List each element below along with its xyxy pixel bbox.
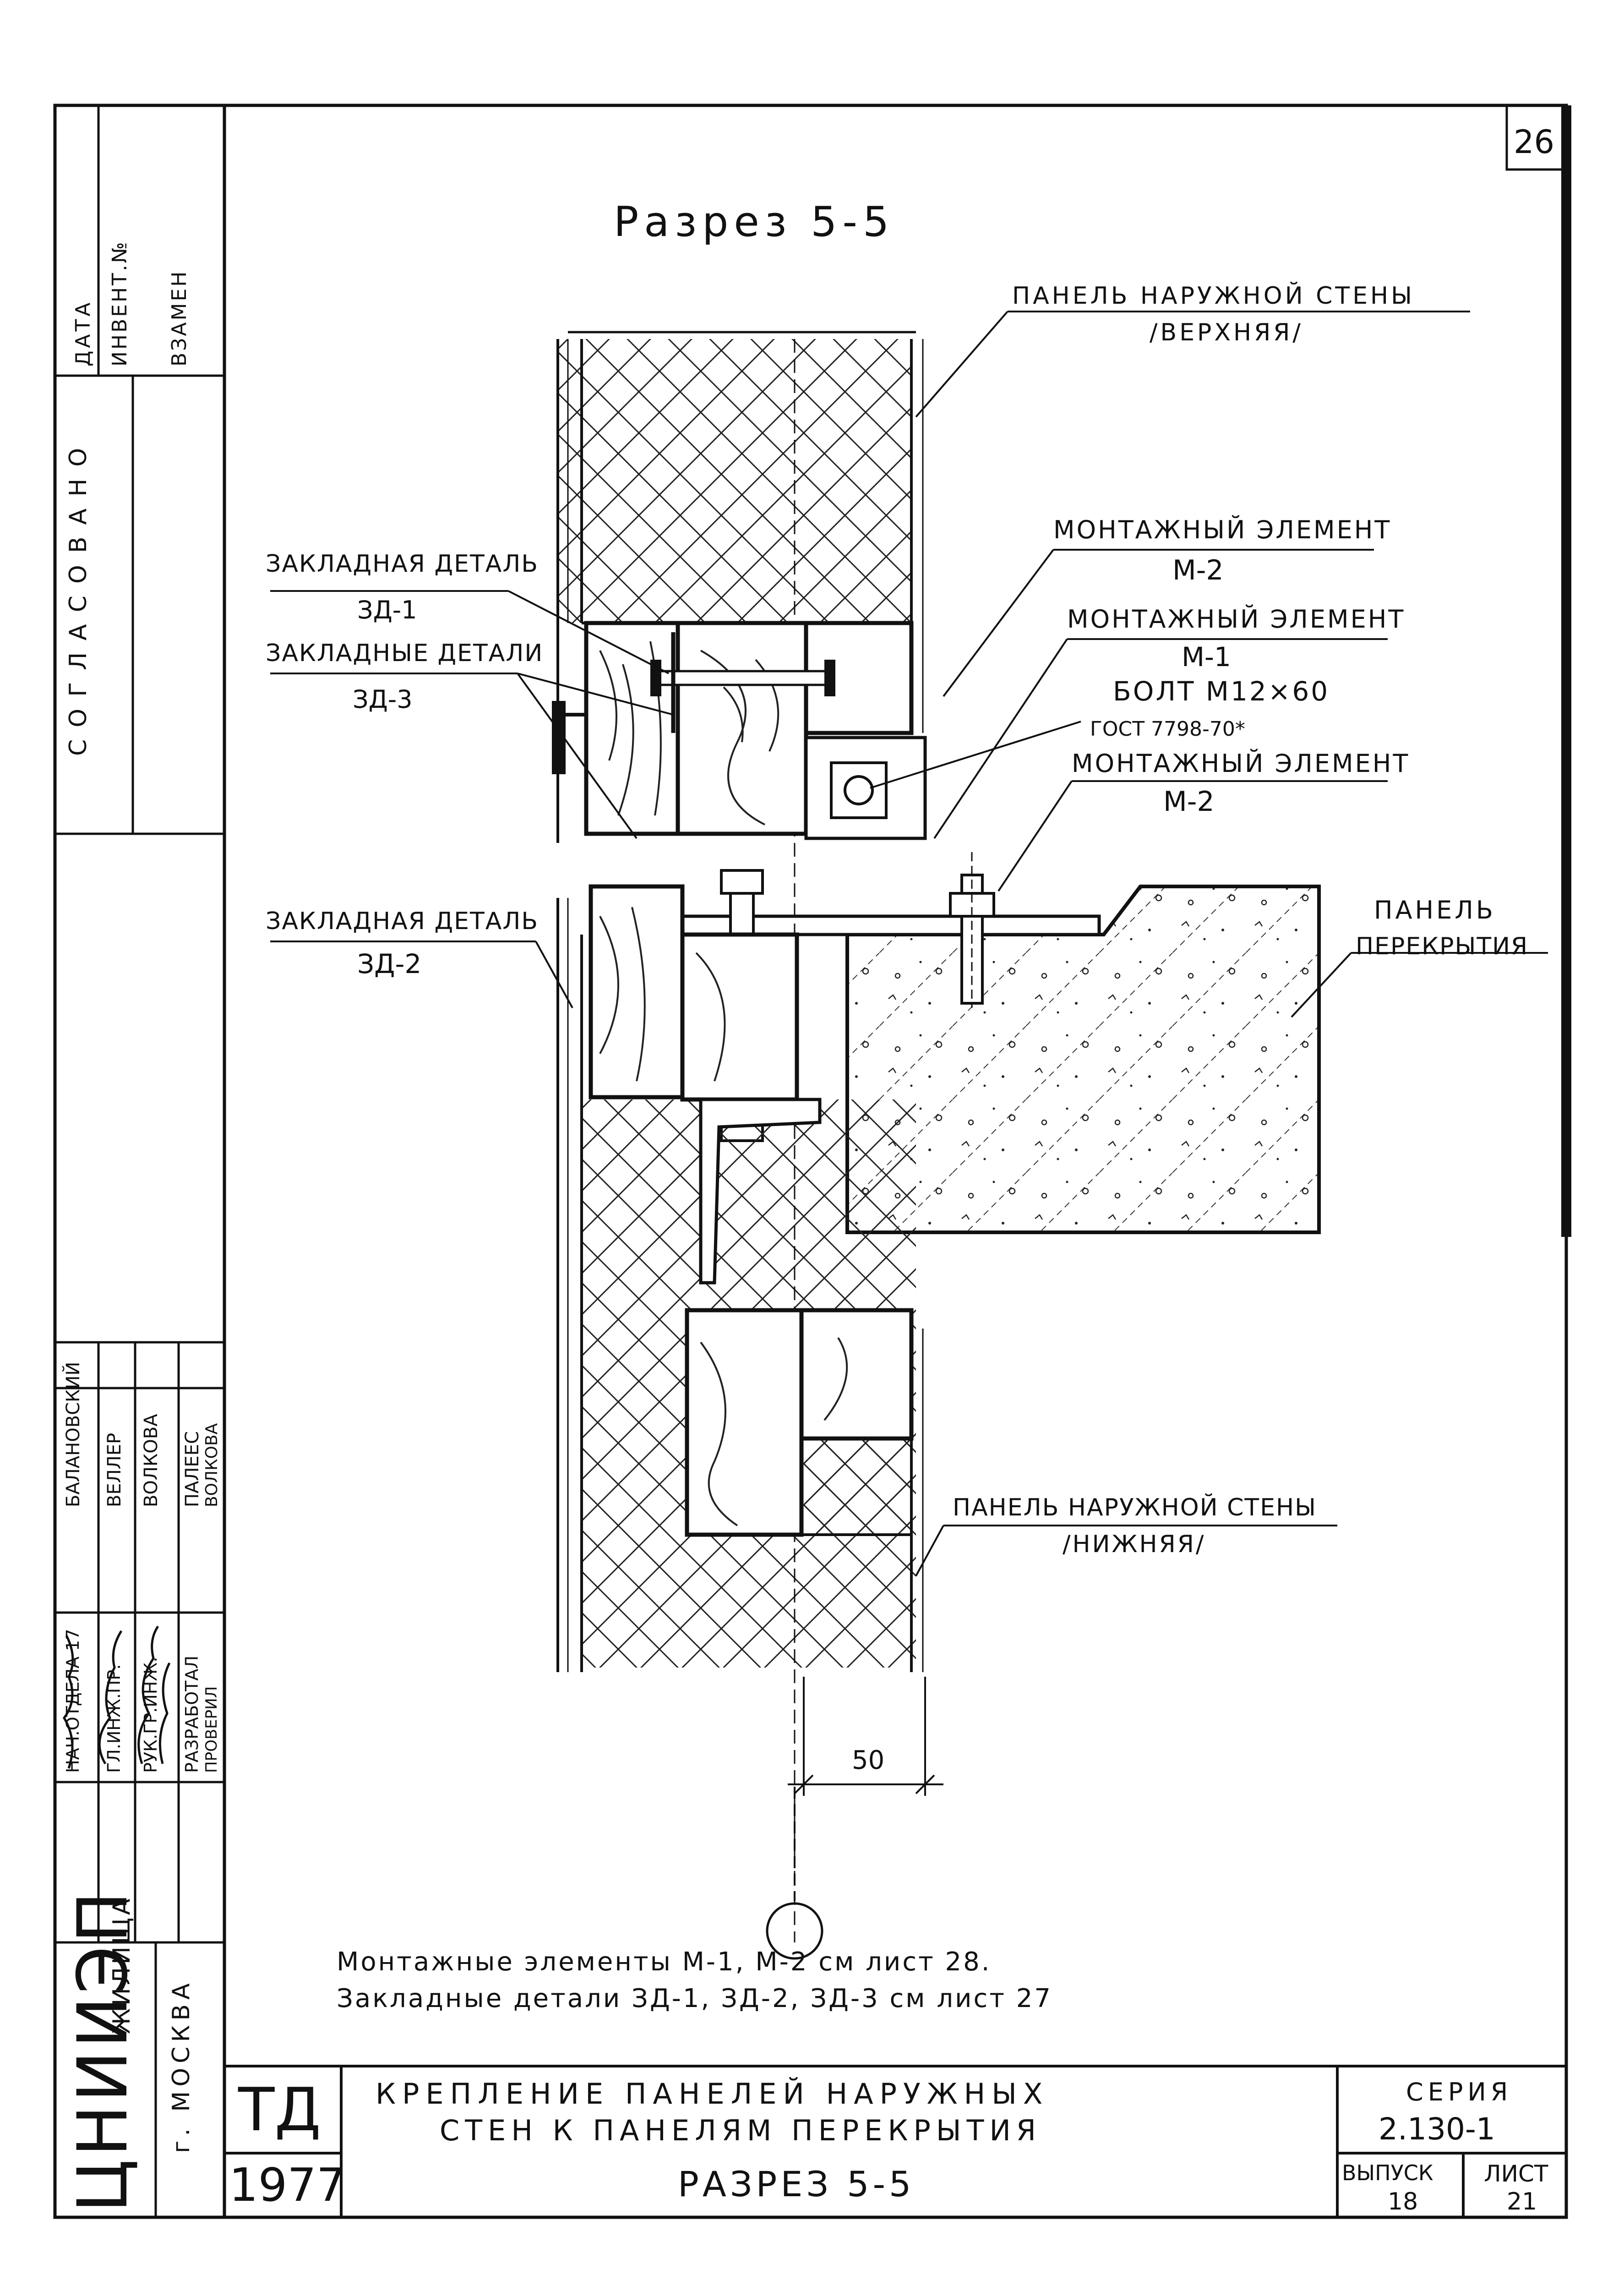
label-mount-m1-code: М-1 (1182, 641, 1231, 673)
label-panel-upper: ПАНЕЛЬ НАРУЖНОЙ СТЕНЫ (1012, 282, 1415, 310)
left-strip-grid (55, 105, 224, 2217)
label-panel-upper-sub: /ВЕРХНЯЯ/ (1150, 319, 1303, 346)
label-zd1-code: ЗД-1 (357, 596, 417, 624)
strip-data: ДАТА (71, 300, 95, 366)
leader-lines (270, 311, 1548, 1576)
dimension-50 (766, 1677, 943, 1960)
seria-label: СЕРИЯ (1406, 2078, 1513, 2106)
strip-name-1: БАЛАНОВСКИЙ (63, 1362, 84, 1507)
label-panel-lower-sub: /НИЖНЯЯ/ (1063, 1531, 1206, 1558)
title-line3: РАЗРЕЗ 5-5 (678, 2164, 915, 2204)
label-zd3-code: ЗД-3 (353, 685, 413, 714)
sheet-frame (53, 104, 1571, 2219)
dimension-label: 50 (852, 1745, 885, 1775)
title-year: 1977 (229, 2158, 346, 2212)
strip-role-4: РАЗРАБОТАЛ (182, 1656, 202, 1773)
lower-wall-panel (556, 843, 924, 1942)
note-2: Закладные детали ЗД-1, ЗД-2, ЗД-3 см лис… (337, 1984, 1053, 2013)
title-line2: СТЕН К ПАНЕЛЯМ ПЕРЕКРЫТИЯ (440, 2114, 1041, 2147)
label-zd1: ЗАКЛАДНАЯ ДЕТАЛЬ (266, 550, 539, 578)
label-zd2: ЗАКЛАДНАЯ ДЕТАЛЬ (266, 908, 539, 935)
strip-name-5: ВОЛКОВА (202, 1423, 221, 1507)
label-mount-m2-a: МОНТАЖНЫЙ ЭЛЕМЕНТ (1053, 515, 1392, 544)
org-city: г. МОСКВА (168, 1979, 195, 2153)
strip-role-5: ПРОВЕРИЛ (202, 1686, 221, 1773)
strip-soglasovano: СОГЛАСОВАНО (65, 436, 92, 756)
label-mount-m2-a-code: М-2 (1172, 554, 1224, 586)
label-mount-m1: МОНТАЖНЫЙ ЭЛЕМЕНТ (1067, 605, 1406, 634)
label-slab: ПАНЕЛЬ (1374, 896, 1496, 924)
section-title: Разрез 5-5 (614, 198, 895, 246)
label-mount-m2-b-code: М-2 (1163, 786, 1215, 818)
note-1: Монтажные элементы М-1, М-2 см лист 28. (337, 1947, 992, 1977)
strip-name-4: ПАЛЕЕС (182, 1431, 203, 1507)
vypusk-value: 18 (1388, 2188, 1418, 2215)
seria-value: 2.130-1 (1379, 2111, 1495, 2147)
org-sub: ЖИЛИЩА (108, 1896, 136, 2034)
list-label: ЛИСТ (1484, 2160, 1548, 2187)
title-block-grid (224, 2065, 1566, 2217)
signatures (62, 1625, 171, 1769)
upper-wall-panel (552, 339, 927, 843)
title-td: ТД (238, 2075, 321, 2144)
label-bolt: БОЛТ М12×60 (1113, 676, 1330, 707)
label-slab-sub: ПЕРЕКРЫТИЯ (1356, 933, 1529, 960)
sheet-corner-number: 26 (1514, 123, 1555, 161)
label-zd2-code: ЗД-2 (357, 948, 422, 979)
strip-vzamen: ВЗАМЕН (168, 269, 191, 366)
strip-name-2: ВЕЛЛЕР (104, 1433, 125, 1507)
strip-invent: ИНВЕНТ.№ (108, 240, 131, 366)
label-bolt-gost: ГОСТ 7798-70* (1090, 717, 1245, 741)
strip-name-3: ВОЛКОВА (141, 1414, 162, 1507)
label-mount-m2-b: МОНТАЖНЫЙ ЭЛЕМЕНТ (1072, 749, 1410, 778)
list-value: 21 (1507, 2188, 1537, 2215)
label-panel-lower: ПАНЕЛЬ НАРУЖНОЙ СТЕНЫ (953, 1494, 1317, 1521)
vypusk-label: ВЫПУСК (1342, 2160, 1433, 2185)
label-zd3: ЗАКЛАДНЫЕ ДЕТАЛИ (266, 640, 544, 667)
title-line1: КРЕПЛЕНИЕ ПАНЕЛЕЙ НАРУЖНЫХ (376, 2077, 1049, 2111)
